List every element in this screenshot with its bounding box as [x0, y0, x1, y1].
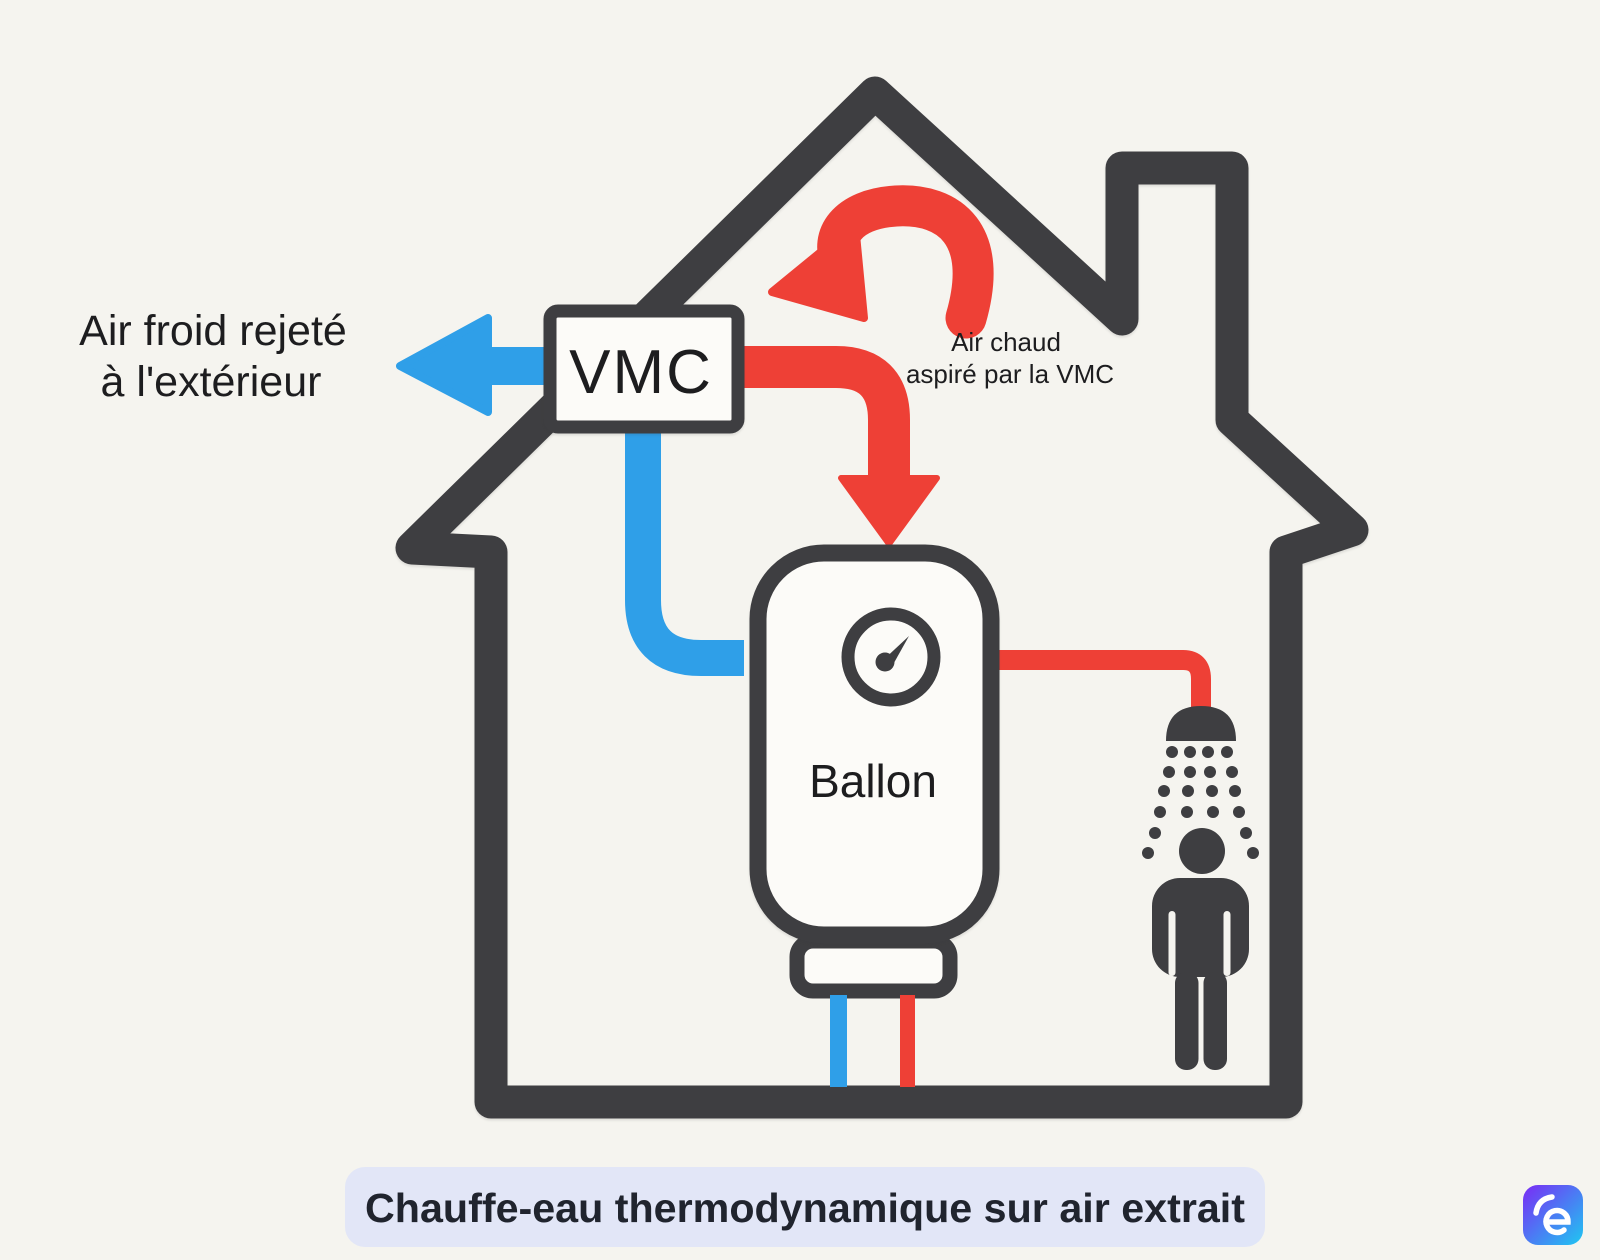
cold-air-label: Air froid rejeté à l'extérieur: [79, 307, 347, 406]
person-arm-slit-left: [1168, 911, 1176, 976]
person-leg-right: [1203, 972, 1227, 1070]
person-arm-slit-right: [1223, 911, 1231, 976]
cold-air-exit-head: [396, 314, 492, 416]
logo-e-glyph: [1543, 1207, 1571, 1236]
shower-water-drops: [1142, 746, 1259, 859]
tank-hot-feed-pipe: [900, 995, 915, 1087]
shower-dome: [1166, 706, 1236, 741]
gauge-center-dot: [875, 652, 895, 672]
hot-air-to-tank-shaft: [740, 346, 910, 484]
tank-body: [749, 544, 1000, 944]
page-title: Chauffe-eau thermodynamique sur air extr…: [365, 1185, 1245, 1231]
vmc-label: VMC: [569, 338, 713, 407]
logo-tile: [1523, 1185, 1583, 1245]
water-tank: Ballon: [749, 544, 1000, 1087]
vmc-box: [543, 304, 745, 434]
gauge-icon: [841, 607, 941, 707]
house-outline-icon: [395, 76, 1369, 1119]
person-head: [1179, 828, 1225, 874]
cold-air-pipe: [625, 430, 744, 676]
hot-air-to-tank-head: [838, 475, 940, 547]
hot-air-label-line1: Air chaud: [951, 327, 1061, 357]
hot-air-curved-arrow-head: [768, 220, 868, 322]
hot-water-pipe: [991, 650, 1211, 707]
title-pill: [345, 1167, 1265, 1247]
cold-air-label-line1: Air froid rejeté: [79, 307, 347, 355]
cold-air-exit-shaft: [484, 347, 546, 385]
hot-air-label-line2: aspiré par la VMC: [906, 359, 1114, 389]
logo-arc: [1533, 1194, 1555, 1216]
hot-air-label: Air chaud aspiré par la VMC: [906, 327, 1114, 389]
title-banner: Chauffe-eau thermodynamique sur air extr…: [345, 1167, 1265, 1247]
brand-logo-e-icon: [1523, 1185, 1583, 1245]
vmc-unit: VMC: [543, 304, 745, 434]
person-leg-left: [1175, 972, 1199, 1070]
tank-base: [789, 933, 958, 999]
cold-air-exit-arrow: [396, 314, 546, 416]
hot-air-to-tank-arrow: [740, 346, 940, 547]
hot-air-curved-arrow: [768, 185, 994, 339]
person-torso: [1152, 878, 1249, 977]
cold-air-label-line2: à l'extérieur: [101, 358, 322, 406]
shower-head-icon: [1142, 706, 1259, 859]
tank-cold-feed-pipe: [830, 995, 847, 1087]
tank-label: Ballon: [809, 755, 937, 807]
person-icon: [1152, 828, 1249, 1070]
